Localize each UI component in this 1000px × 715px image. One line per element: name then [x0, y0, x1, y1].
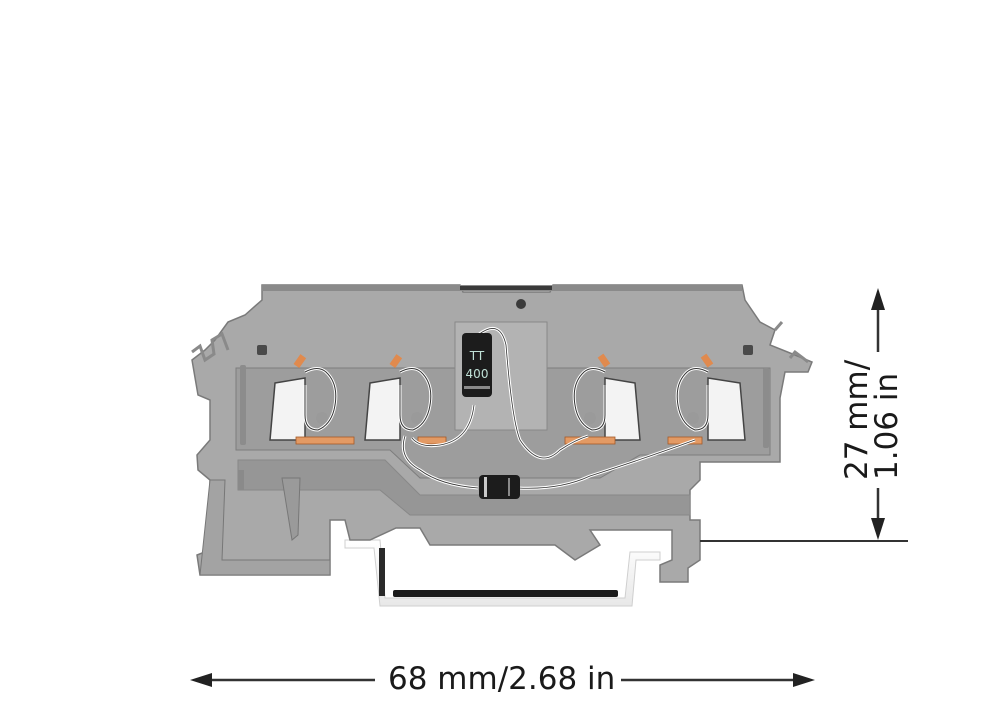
svg-text:400: 400 [466, 367, 489, 381]
height-dimension [700, 288, 908, 542]
height-label-in: 1.06 in [869, 372, 905, 480]
clamp-1 [269, 354, 355, 445]
height-dimension-label: 27 mm/ 1.06 in [839, 360, 912, 490]
clamp-2 [364, 354, 447, 445]
width-dimension-label: 68 mm/2.68 in [382, 664, 622, 695]
svg-text:TT: TT [469, 349, 485, 363]
clamp-4 [667, 353, 746, 445]
din-rail [344, 539, 661, 607]
width-dimension [190, 673, 815, 687]
clamp-3 [564, 353, 641, 445]
diode-vertical: TT 400 [462, 333, 492, 397]
diode-wires [401, 326, 696, 490]
diode-horizontal [479, 475, 520, 499]
